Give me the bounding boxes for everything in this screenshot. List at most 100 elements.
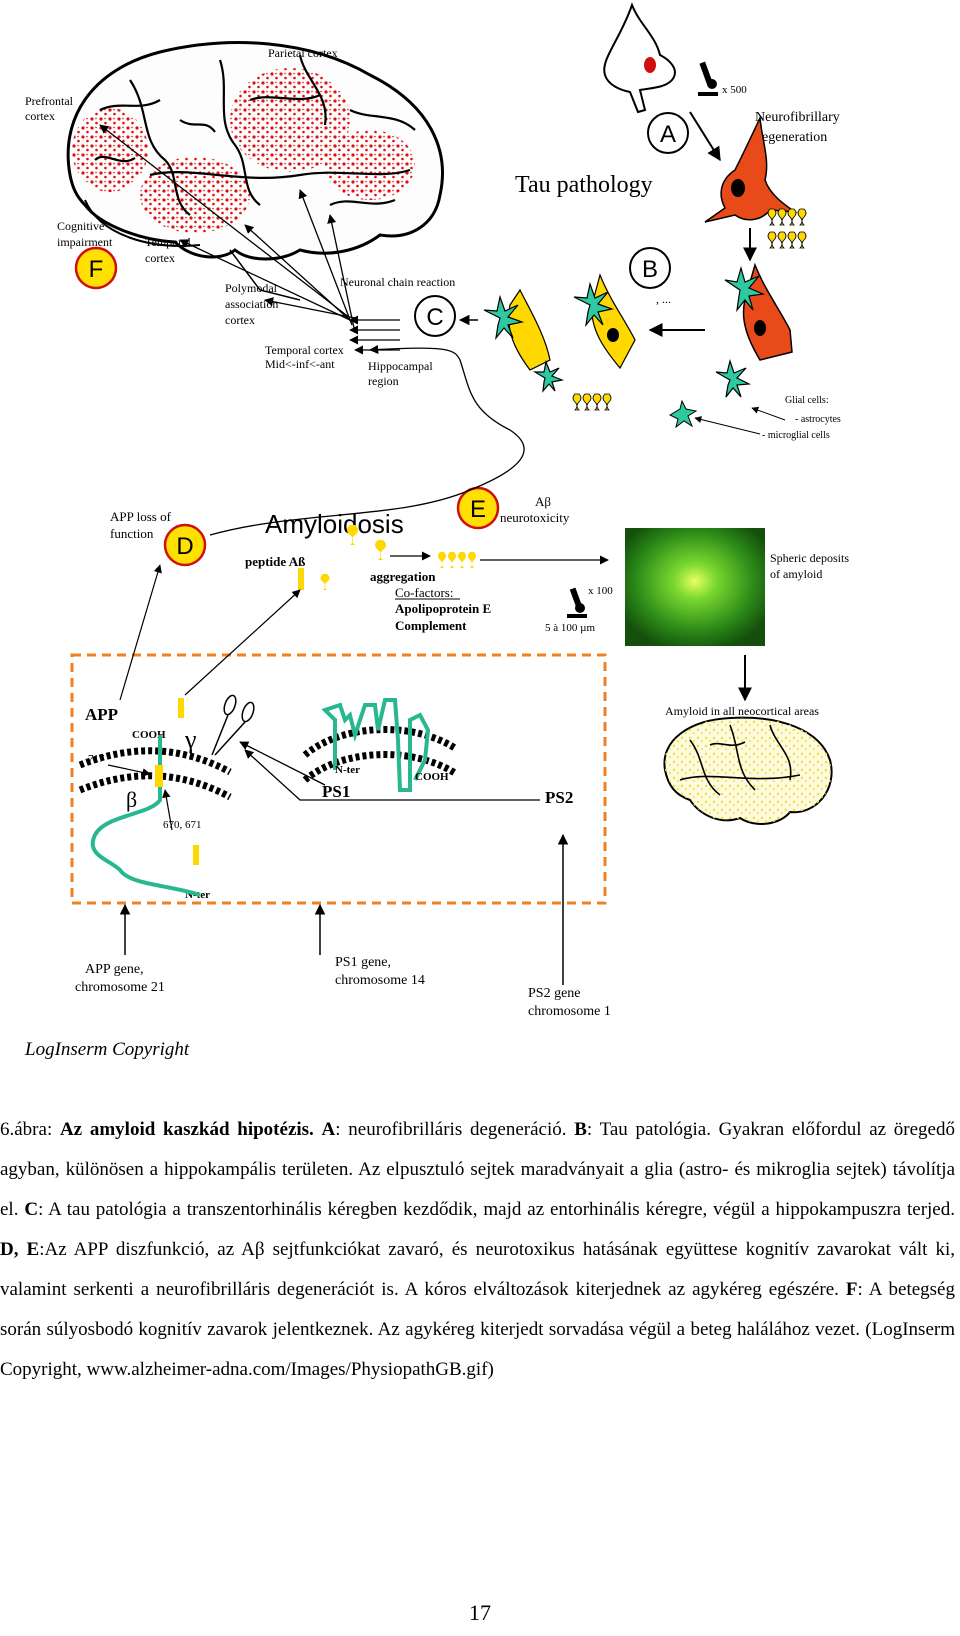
- abeta-peptides: [298, 525, 476, 590]
- tau-tangles-1: [767, 208, 807, 249]
- amyloid-cascade-figure: Parietal cortex Prefrontal cortex Cognit…: [24, 2, 849, 1060]
- svg-text:A: A: [660, 121, 676, 148]
- arrow-to-app-loss: [119, 564, 162, 701]
- figure-caption: 6.ábra: Az amyloid kaszkád hipotézis. A:…: [0, 1110, 955, 1390]
- caption-prefix: 6.ábra:: [0, 1119, 60, 1140]
- caption-key-de: D, E: [0, 1239, 40, 1260]
- label-n-ter-ps1: N-ter: [335, 764, 360, 776]
- label-neuronal-chain: Neuronal chain reaction: [340, 275, 455, 289]
- svg-text:E: E: [470, 496, 486, 523]
- label-scale: 5 à 100 µm: [545, 622, 595, 634]
- label-association: association: [225, 297, 278, 311]
- abeta-segment: [155, 765, 163, 787]
- caption-key-a: A: [321, 1119, 336, 1140]
- label-magnification-100: x 100: [588, 585, 613, 597]
- microscope-icon-500: [698, 61, 718, 96]
- label-magnification-500: x 500: [722, 84, 747, 96]
- svg-text:B: B: [642, 256, 658, 283]
- circle-e: E: [456, 486, 500, 530]
- released-abeta-bottom: [193, 845, 199, 865]
- label-cooh-ps1: COOH: [415, 771, 449, 783]
- label-abeta: Aβ: [535, 494, 551, 509]
- label-microglial-cells: - microglial cells: [762, 430, 830, 441]
- small-brain-amyloid: [663, 716, 833, 825]
- label-670-671: 670, 671: [163, 819, 202, 831]
- label-app: APP: [85, 705, 118, 724]
- label-cofactors: Co-factors:: [395, 585, 453, 600]
- label-cognitive: Cognitive: [57, 219, 104, 233]
- label-hippocampal: Hippocampal: [368, 359, 433, 373]
- brain-illustration: [66, 41, 444, 301]
- label-impairment: impairment: [57, 235, 113, 249]
- caption-text-f: : A betegség során súlyosbodó kognitív z…: [0, 1279, 955, 1380]
- label-peptide-abeta: peptide Aß: [245, 554, 305, 569]
- circle-a: A: [647, 112, 689, 154]
- label-ellipsis: , ...: [656, 292, 671, 306]
- caption-key-c: C: [24, 1199, 39, 1220]
- arrow-to-peptide: [184, 589, 301, 696]
- neuron-with-glia-right: [668, 262, 793, 429]
- caption-text-de: :Az APP diszfunkció, az Aβ sejtfunkcióka…: [0, 1239, 955, 1300]
- caption-key-f: F: [845, 1279, 858, 1300]
- scissors-icon: [211, 694, 255, 756]
- label-beta: β: [126, 787, 137, 812]
- label-temporal-mid-inf-ant: Mid<-inf<-ant: [265, 357, 335, 371]
- label-degeneration: degeneration: [755, 130, 827, 145]
- ps1-protein: [321, 698, 431, 792]
- caption-text-a: : neurofibrilláris degeneráció.: [335, 1119, 575, 1140]
- arrow-microglia: [694, 416, 761, 435]
- label-temporal-cortex: cortex: [145, 251, 175, 265]
- arrow-ps-to-gamma: [244, 749, 540, 801]
- circle-d: D: [163, 523, 207, 567]
- caption-key-b: B: [574, 1119, 587, 1140]
- label-apolipoprotein: Apolipoprotein E: [395, 601, 491, 616]
- label-prefrontal: Prefrontal: [25, 94, 74, 108]
- label-association-cortex: cortex: [225, 313, 255, 327]
- neuron-group-middle: [483, 273, 636, 393]
- copyright-label: LogInserm Copyright: [24, 1039, 190, 1060]
- caption-text-c: : A tau patológia a transzentorhinális k…: [38, 1199, 955, 1220]
- degenerating-neuron: [704, 115, 798, 223]
- caption-title: Az amyloid kaszkád hipotézis.: [59, 1119, 314, 1140]
- label-polymodal: Polymodal: [225, 281, 278, 295]
- label-app-gene: APP gene,: [85, 962, 144, 977]
- label-amyloidosis: Amyloidosis: [265, 509, 404, 539]
- label-gamma: γ: [184, 725, 197, 754]
- label-temporal-mid: Temporal cortex: [265, 343, 344, 357]
- label-of-amyloid: of amyloid: [770, 567, 822, 581]
- label-tau-pathology: Tau pathology: [515, 172, 653, 198]
- healthy-neuron: [603, 2, 676, 114]
- circle-c: C: [414, 295, 456, 337]
- svg-text:C: C: [426, 304, 443, 331]
- label-ps2-gene: PS2 gene: [528, 986, 581, 1001]
- label-complement: Complement: [395, 618, 467, 633]
- label-ps1: PS1: [322, 782, 350, 801]
- label-hippocampal-region: region: [368, 374, 399, 388]
- label-ps1-gene: PS1 gene,: [335, 955, 391, 970]
- arrow-ps1-to-gamma: [239, 741, 326, 786]
- label-ps2: PS2: [545, 788, 573, 807]
- circle-b: B: [629, 247, 671, 289]
- circle-f: F: [74, 246, 118, 290]
- label-cooh: COOH: [132, 729, 166, 741]
- arrow-a-to-degeneration: [689, 111, 721, 162]
- arrow-beta-cleavage: [162, 789, 173, 831]
- label-chromosome-14: chromosome 14: [335, 973, 425, 988]
- arrow-astrocytes: [751, 406, 786, 421]
- label-app-loss: APP loss of: [110, 509, 172, 524]
- caption-text-b: : Tau patológia. Gyakran előfordul az ör…: [0, 1119, 955, 1220]
- label-amyloid-neocortical: Amyloid in all neocortical areas: [665, 704, 819, 718]
- ps1-membrane: [302, 726, 457, 783]
- app-protein: [90, 735, 201, 897]
- microscope-icon-100: [567, 587, 587, 618]
- label-neurofibrillary: Neurofibrillary: [755, 110, 840, 125]
- label-chromosome-21: chromosome 21: [75, 980, 165, 995]
- app-membrane: [78, 747, 232, 801]
- label-astrocytes: - astrocytes: [795, 414, 841, 425]
- label-parietal-cortex: Parietal cortex: [268, 46, 338, 60]
- released-abeta-top: [178, 698, 184, 718]
- prefrontal-red-region: [72, 108, 148, 192]
- amyloid-deposit-image: [625, 528, 765, 646]
- arrow-717: [107, 764, 151, 777]
- page-number: 17: [469, 1600, 491, 1625]
